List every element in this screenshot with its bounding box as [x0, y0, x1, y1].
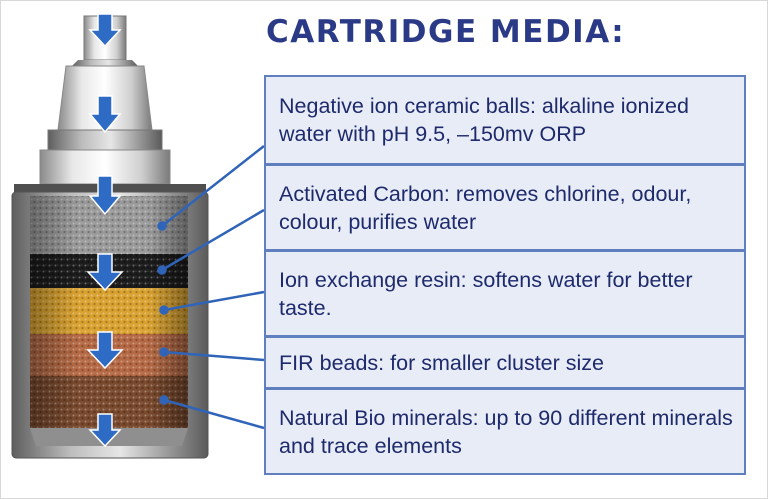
flow-arrow-down-icon — [88, 413, 122, 448]
label-text: Negative ion ceramic balls: alkaline ion… — [279, 94, 689, 146]
label-box-ceramic-balls: Negative ion ceramic balls: alkaline ion… — [264, 75, 746, 165]
label-box-activated-carbon: Activated Carbon: removes chlorine, odou… — [264, 165, 746, 251]
leader-line — [161, 208, 265, 272]
leader-line — [163, 290, 265, 312]
leader-line — [161, 145, 265, 227]
label-box-bio-minerals: Natural Bio minerals: up to 90 different… — [264, 389, 746, 475]
leader-line — [163, 350, 265, 362]
flow-arrow-down-icon — [86, 331, 124, 370]
flow-arrow-down-icon — [88, 95, 122, 134]
diagram-title: CARTRIDGE MEDIA: — [266, 14, 626, 50]
flow-arrow-down-icon — [86, 253, 124, 292]
label-text: Natural Bio minerals: up to 90 different… — [279, 405, 733, 458]
label-text: FIR beads: for smaller cluster size — [279, 350, 604, 375]
flow-arrow-down-icon — [88, 13, 122, 48]
label-box-ion-exchange-resin: Ion exchange resin: softens water for be… — [264, 251, 746, 337]
label-text: Activated Carbon: removes chlorine, odou… — [279, 181, 692, 234]
media-label-list: Negative ion ceramic balls: alkaline ion… — [264, 75, 746, 475]
leader-line — [163, 398, 265, 430]
flow-arrow-down-icon — [88, 175, 122, 216]
label-box-fir-beads: FIR beads: for smaller cluster size — [264, 337, 746, 389]
label-text: Ion exchange resin: softens water for be… — [279, 267, 693, 320]
